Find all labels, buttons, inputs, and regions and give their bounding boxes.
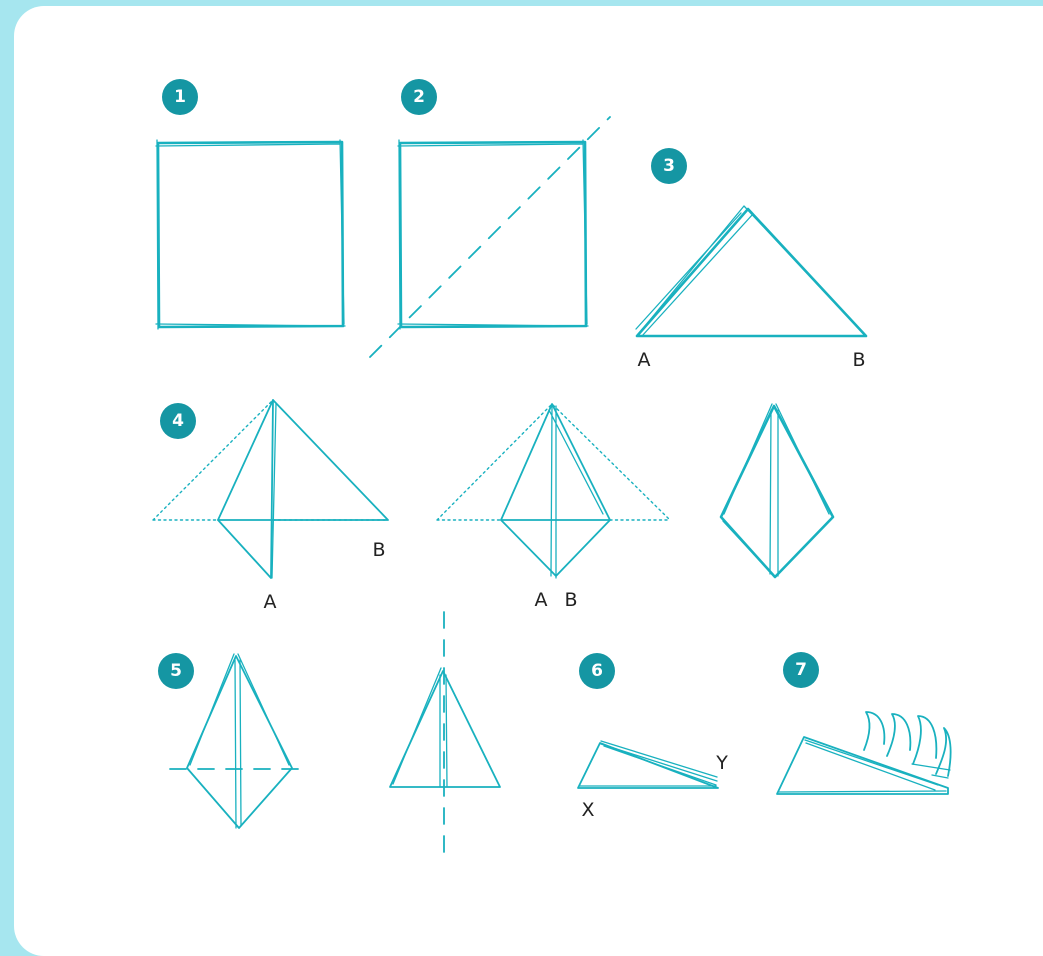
corner-label-y: Y xyxy=(715,752,728,774)
svg-text:6: 6 xyxy=(591,661,603,681)
square-paper xyxy=(397,139,589,330)
fold-stage-4c xyxy=(719,403,835,579)
fold-stage-5a xyxy=(169,653,305,829)
step-badge-7: 7 xyxy=(783,652,819,688)
svg-text:3: 3 xyxy=(663,156,675,176)
corner-label-b: B xyxy=(564,589,577,611)
diagonal-fold-line xyxy=(369,116,611,358)
curl-flap xyxy=(935,727,952,777)
svg-text:5: 5 xyxy=(170,661,182,681)
folded-triangle xyxy=(635,205,868,338)
step-2: 2 xyxy=(369,79,611,358)
step-6: 6 X Y xyxy=(577,653,728,821)
step-3: 3 A B xyxy=(635,148,868,371)
fold-stage-4b xyxy=(436,403,671,579)
step-badge-5: 5 xyxy=(158,653,194,689)
square-paper xyxy=(155,139,346,330)
step-1: 1 xyxy=(155,79,346,330)
curl-flap xyxy=(886,713,912,757)
finished-form xyxy=(776,711,952,795)
instruction-card xyxy=(14,6,1043,956)
fold-stage-4a xyxy=(152,399,389,579)
svg-text:7: 7 xyxy=(795,660,807,680)
corner-label-a: A xyxy=(264,591,277,613)
corner-label-b: B xyxy=(372,539,385,561)
page-background: 1 2 3 xyxy=(14,6,1043,956)
svg-text:4: 4 xyxy=(172,411,184,431)
origami-folding-diagram: 1 2 3 xyxy=(152,79,952,859)
fold-stage-5b xyxy=(389,611,501,859)
folded-wedge xyxy=(577,740,719,789)
step-badge-2: 2 xyxy=(401,79,437,115)
step-badge-3: 3 xyxy=(651,148,687,184)
step-7: 7 xyxy=(776,652,952,795)
step-4: 4 A B A B xyxy=(152,399,835,613)
curl-flap xyxy=(912,715,938,765)
corner-label-a: A xyxy=(638,349,651,371)
step-5: 5 xyxy=(158,611,501,859)
svg-text:1: 1 xyxy=(174,87,186,107)
corner-label-b: B xyxy=(852,349,865,371)
step-badge-4: 4 xyxy=(160,403,196,439)
svg-text:2: 2 xyxy=(413,87,425,107)
step-badge-1: 1 xyxy=(162,79,198,115)
corner-label-a: A xyxy=(535,589,548,611)
curl-flap xyxy=(863,711,886,751)
corner-label-x: X xyxy=(581,799,594,821)
step-badge-6: 6 xyxy=(579,653,615,689)
